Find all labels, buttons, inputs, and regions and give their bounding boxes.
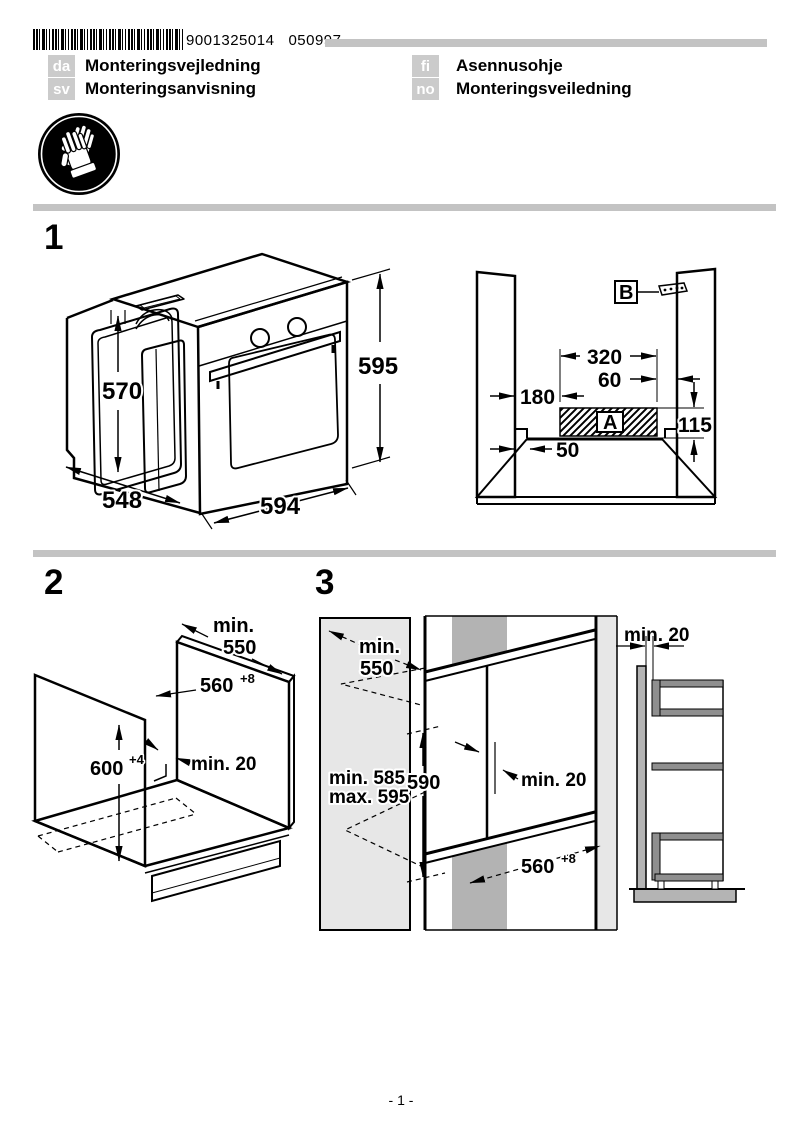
part-b-label: B xyxy=(619,282,633,304)
fig3-niche-max-label: max. 595 xyxy=(329,787,410,808)
dim-50-label: 50 xyxy=(556,439,579,462)
fig3-depth-value-label: 550 xyxy=(360,658,393,680)
header-rule xyxy=(325,39,767,47)
barcode xyxy=(33,29,183,50)
fig2-depth-value-label: 550 xyxy=(223,637,256,659)
fig3-width-label: 560 xyxy=(521,856,554,878)
fig3-niche-min-label: min. 585 xyxy=(329,768,405,789)
barcode-number-main: 9001325014 xyxy=(186,32,275,49)
lang-code-sv: sv xyxy=(48,78,75,100)
lang-code-da: da xyxy=(48,55,75,77)
lang-title-fi: Asennusohje xyxy=(456,56,563,75)
figure2-number: 2 xyxy=(44,563,64,602)
dim-320-label: 320 xyxy=(587,346,622,369)
dim-115-label: 115 xyxy=(678,414,712,437)
fig3-niche-height-label: 590 xyxy=(407,772,440,794)
figure3-side-view-diagram: min. 20 xyxy=(616,623,745,903)
page-number: - 1 - xyxy=(388,1092,414,1108)
fig3-depth-min-label: min. xyxy=(359,636,400,658)
fig2-height-label: 600 xyxy=(90,758,123,780)
divider-2 xyxy=(33,550,776,557)
lang-title-no: Monteringsveiledning xyxy=(456,79,632,98)
dim-594-label: 594 xyxy=(260,493,301,520)
protective-gloves-icon xyxy=(38,113,120,195)
fig2-width-label: 560 xyxy=(200,675,233,697)
figure1-number: 1 xyxy=(44,218,64,257)
fig3-width-tol-label: +8 xyxy=(561,851,576,866)
lang-code-fi: fi xyxy=(412,55,439,77)
figure3-number: 3 xyxy=(315,563,335,602)
figure1-niche-diagram: A B 320 60 180 115 50 xyxy=(474,267,718,505)
fig3-rear-gap-label: min. 20 xyxy=(521,770,586,791)
fig3-side-gap-label: min. 20 xyxy=(624,625,689,646)
dim-595-label: 595 xyxy=(358,353,398,380)
figure1-oven-diagram: 570 595 548 594 xyxy=(65,252,400,530)
lang-code-no: no xyxy=(412,78,439,100)
figure2-base-cabinet-diagram: min. 550 560 +8 600 +4 min. 20 xyxy=(31,613,296,903)
figure3-tall-cabinet-diagram: min. 550 590 min. 585 max. 595 min. 20 5… xyxy=(319,615,618,931)
fig2-width-tol-label: +8 xyxy=(240,671,255,686)
dim-180-label: 180 xyxy=(520,386,555,409)
part-a-label: A xyxy=(603,412,617,434)
lang-title-da: Monteringsvejledning xyxy=(85,56,261,75)
fig2-depth-min-label: min. xyxy=(213,615,254,637)
divider-1 xyxy=(33,204,776,211)
dim-570-label: 570 xyxy=(102,378,142,405)
fig2-rear-gap-label: min. 20 xyxy=(191,754,256,775)
lang-title-sv: Monteringsanvisning xyxy=(85,79,256,98)
dim-548-label: 548 xyxy=(102,487,142,514)
dim-60-label: 60 xyxy=(598,369,621,392)
fig2-height-tol-label: +4 xyxy=(129,752,145,767)
